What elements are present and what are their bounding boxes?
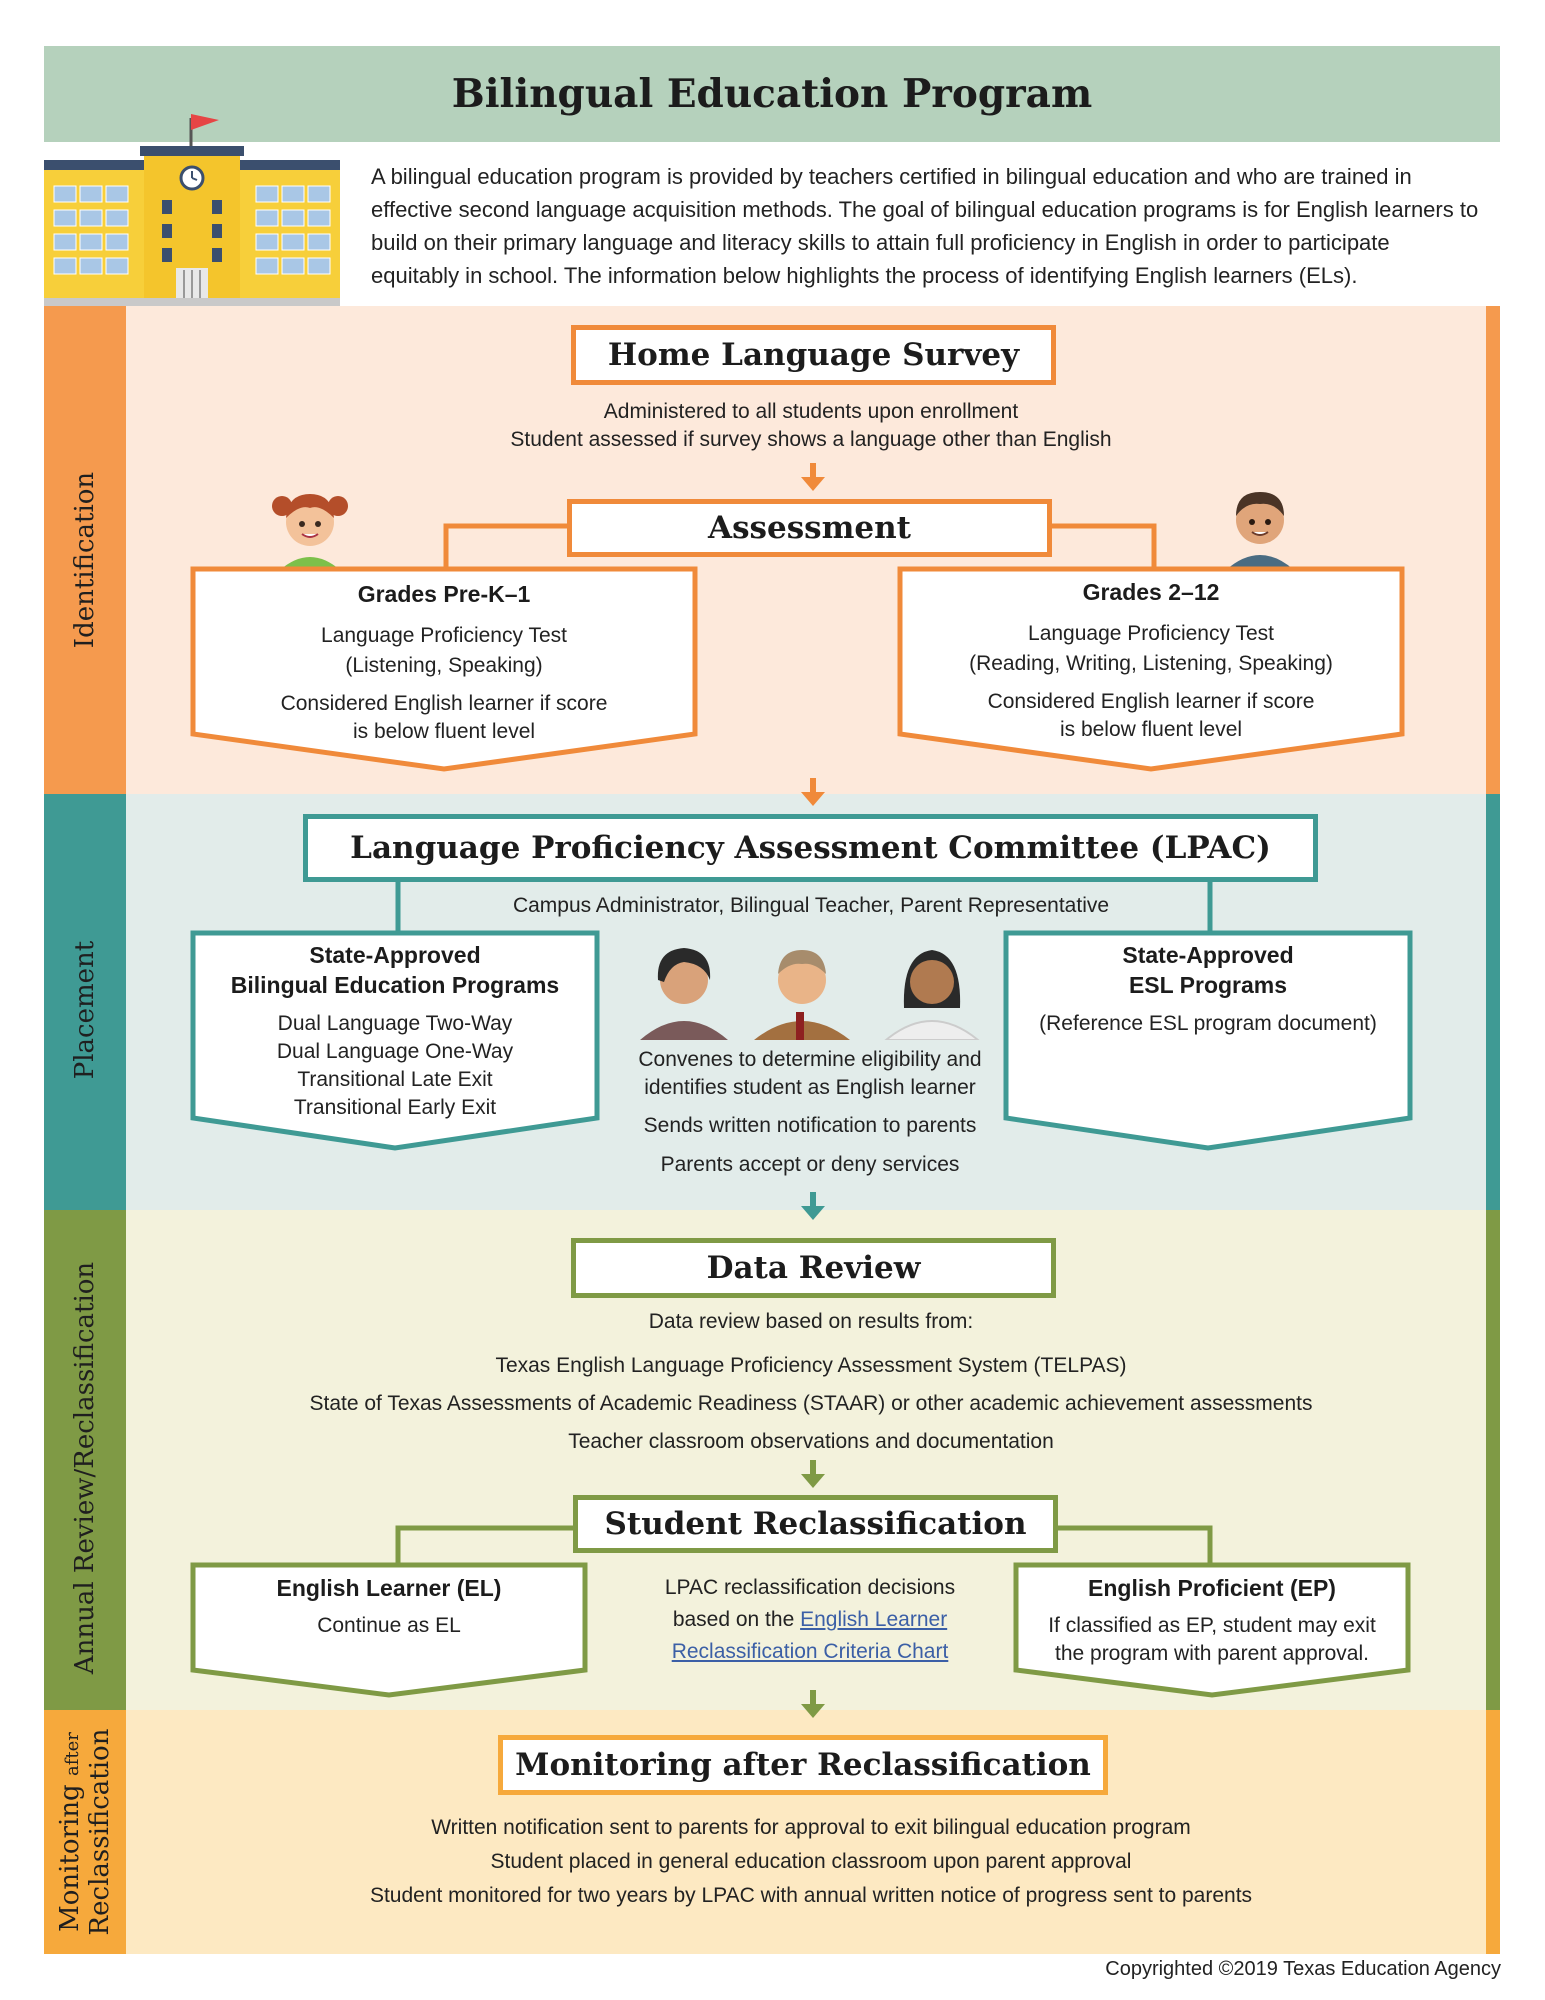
english-learner-title: English Learner (EL): [276, 1575, 502, 1601]
grades-2-12-box: [897, 566, 1405, 772]
home-survey-line2: Student assessed if survey shows a langu…: [510, 428, 1112, 451]
review-right-bar: [1486, 1210, 1500, 1710]
reclassification-criteria-link[interactable]: Reclassification Criteria Chart: [671, 1640, 949, 1663]
bilingual-program-item: Dual Language One-Way: [276, 1040, 514, 1063]
lpac-parents-accept: Parents accept or deny services: [660, 1153, 960, 1176]
assessment-connectors: [443, 523, 1157, 568]
lpac-convenes-line2: identifies student as English learner: [644, 1076, 976, 1099]
page-title: Bilingual Education Program: [451, 71, 1093, 117]
arrow-down-icon: [801, 1192, 825, 1220]
arrow-down-icon: [801, 778, 825, 806]
intro-text: A bilingual education program is provide…: [371, 164, 1479, 288]
bilingual-program-item: Dual Language Two-Way: [277, 1012, 513, 1035]
monitoring-label-big: Monitoring: [55, 1784, 85, 1932]
grades-prek1-box: [190, 566, 698, 772]
header-bar: [44, 46, 1500, 142]
home-survey-line1: Administered to all students upon enroll…: [603, 400, 1019, 423]
english-proficient-note1: If classified as EP, student may exit: [1048, 1614, 1376, 1637]
bilingual-program-item: Transitional Late Exit: [297, 1068, 493, 1091]
monitoring-right-bar: [1486, 1710, 1500, 1954]
esl-programs-note: (Reference ESL program document): [1039, 1012, 1377, 1035]
english-proficient-box: [1013, 1562, 1411, 1698]
lpac-box: Language Proficiency Assessment Committe…: [303, 814, 1318, 882]
identification-right-bar: [1486, 306, 1500, 794]
boy-student-avatar: [1226, 492, 1294, 570]
monitoring-label-line1: Monitoring after: [55, 1732, 85, 1932]
assessment-title: Assessment: [708, 510, 911, 546]
monitoring-line3: Student monitored for two years by LPAC …: [369, 1884, 1253, 1907]
data-review-title: Data Review: [706, 1250, 921, 1286]
grades-prek1-note1: Considered English learner if score: [280, 692, 608, 715]
data-review-intro: Data review based on results from:: [648, 1310, 974, 1333]
identification-side-tab: [44, 306, 126, 794]
bilingual-programs-title2: Bilingual Education Programs: [230, 972, 560, 998]
grades-2-12-skills: (Reading, Writing, Listening, Speaking): [969, 652, 1333, 675]
copyright: Copyrighted ©2019 Texas Education Agency: [1105, 1958, 1501, 1980]
monitoring-line2: Student placed in general education clas…: [490, 1850, 1132, 1873]
home-language-survey-title: Home Language Survey: [607, 337, 1020, 373]
esl-programs-title1: State-Approved: [1122, 942, 1294, 968]
esl-programs-box: [1003, 930, 1413, 1151]
english-learner-note: Continue as EL: [317, 1614, 461, 1637]
grades-prek1-test: Language Proficiency Test: [321, 624, 567, 647]
lpac-connectors: [395, 880, 1213, 936]
reclassification-decisions-prefix: based on the: [672, 1608, 801, 1631]
reclassification-decisions-line1: LPAC reclassification decisions: [664, 1576, 956, 1599]
arrow-down-icon: [801, 463, 825, 491]
english-learner-box: [190, 1562, 588, 1698]
data-review-item: State of Texas Assessments of Academic R…: [309, 1392, 1313, 1415]
monitoring-side-tab: [44, 1710, 126, 1954]
student-reclassification-box: Student Reclassification: [573, 1495, 1058, 1553]
placement-label: Placement: [70, 940, 100, 1080]
lpac-notification: Sends written notification to parents: [643, 1114, 977, 1137]
english-proficient-title: English Proficient (EP): [1088, 1575, 1336, 1601]
school-building-icon: [44, 114, 340, 306]
data-review-item: Teacher classroom observations and docum…: [568, 1430, 1054, 1453]
reclassification-decisions-line3: Reclassification Criteria Chart: [610, 1638, 1010, 1666]
student-reclassification-title: Student Reclassification: [604, 1506, 1027, 1542]
grades-2-12-test: Language Proficiency Test: [1028, 622, 1274, 645]
assessment-box: Assessment: [567, 499, 1052, 557]
lpac-title: Language Proficiency Assessment Committe…: [350, 830, 1271, 866]
grades-2-12-title: Grades 2–12: [1082, 579, 1220, 605]
monitoring-box: Monitoring after Reclassification: [498, 1735, 1108, 1795]
bilingual-programs-title1: State-Approved: [309, 942, 481, 968]
placement-right-bar: [1486, 794, 1500, 1210]
esl-programs-title2: ESL Programs: [1128, 972, 1288, 998]
arrow-down-icon: [801, 1690, 825, 1718]
identification-label: Identification: [70, 471, 100, 649]
grades-prek1-title: Grades Pre-K–1: [357, 581, 531, 607]
reclassification-connectors: [395, 1525, 1213, 1568]
home-language-survey-box: Home Language Survey: [571, 325, 1056, 385]
data-review-item: Texas English Language Proficiency Asses…: [495, 1354, 1127, 1377]
reclassification-criteria-link[interactable]: English Learner: [800, 1608, 948, 1631]
grades-2-12-note1: Considered English learner if score: [987, 690, 1315, 713]
lpac-members: Campus Administrator, Bilingual Teacher,…: [512, 894, 1110, 917]
english-proficient-note2: the program with parent approval.: [1054, 1642, 1369, 1665]
review-side-tab: [44, 1210, 126, 1710]
bilingual-programs-box: [190, 930, 600, 1151]
grades-prek1-skills: (Listening, Speaking): [345, 654, 543, 677]
grades-2-12-note2: is below fluent level: [1059, 718, 1243, 741]
grades-prek1-note2: is below fluent level: [352, 720, 536, 743]
monitoring-label-small: after: [62, 1732, 83, 1777]
arrow-down-icon: [801, 1460, 825, 1488]
monitoring-title: Monitoring after Reclassification: [515, 1747, 1091, 1783]
review-label: Annual Review/Reclassification: [70, 1261, 100, 1675]
placement-side-tab: [44, 794, 126, 1210]
bilingual-program-item: Transitional Early Exit: [293, 1096, 497, 1119]
girl-student-avatar: [272, 494, 348, 570]
reclassification-decisions-line2: based on the English Learner: [610, 1606, 1010, 1634]
monitoring-label-line2: Reclassification: [85, 1728, 115, 1936]
monitoring-line1: Written notification sent to parents for…: [431, 1816, 1191, 1839]
data-review-box: Data Review: [571, 1238, 1056, 1298]
lpac-convenes-line1: Convenes to determine eligibility and: [638, 1048, 982, 1071]
committee-people-icon: [640, 948, 980, 1040]
